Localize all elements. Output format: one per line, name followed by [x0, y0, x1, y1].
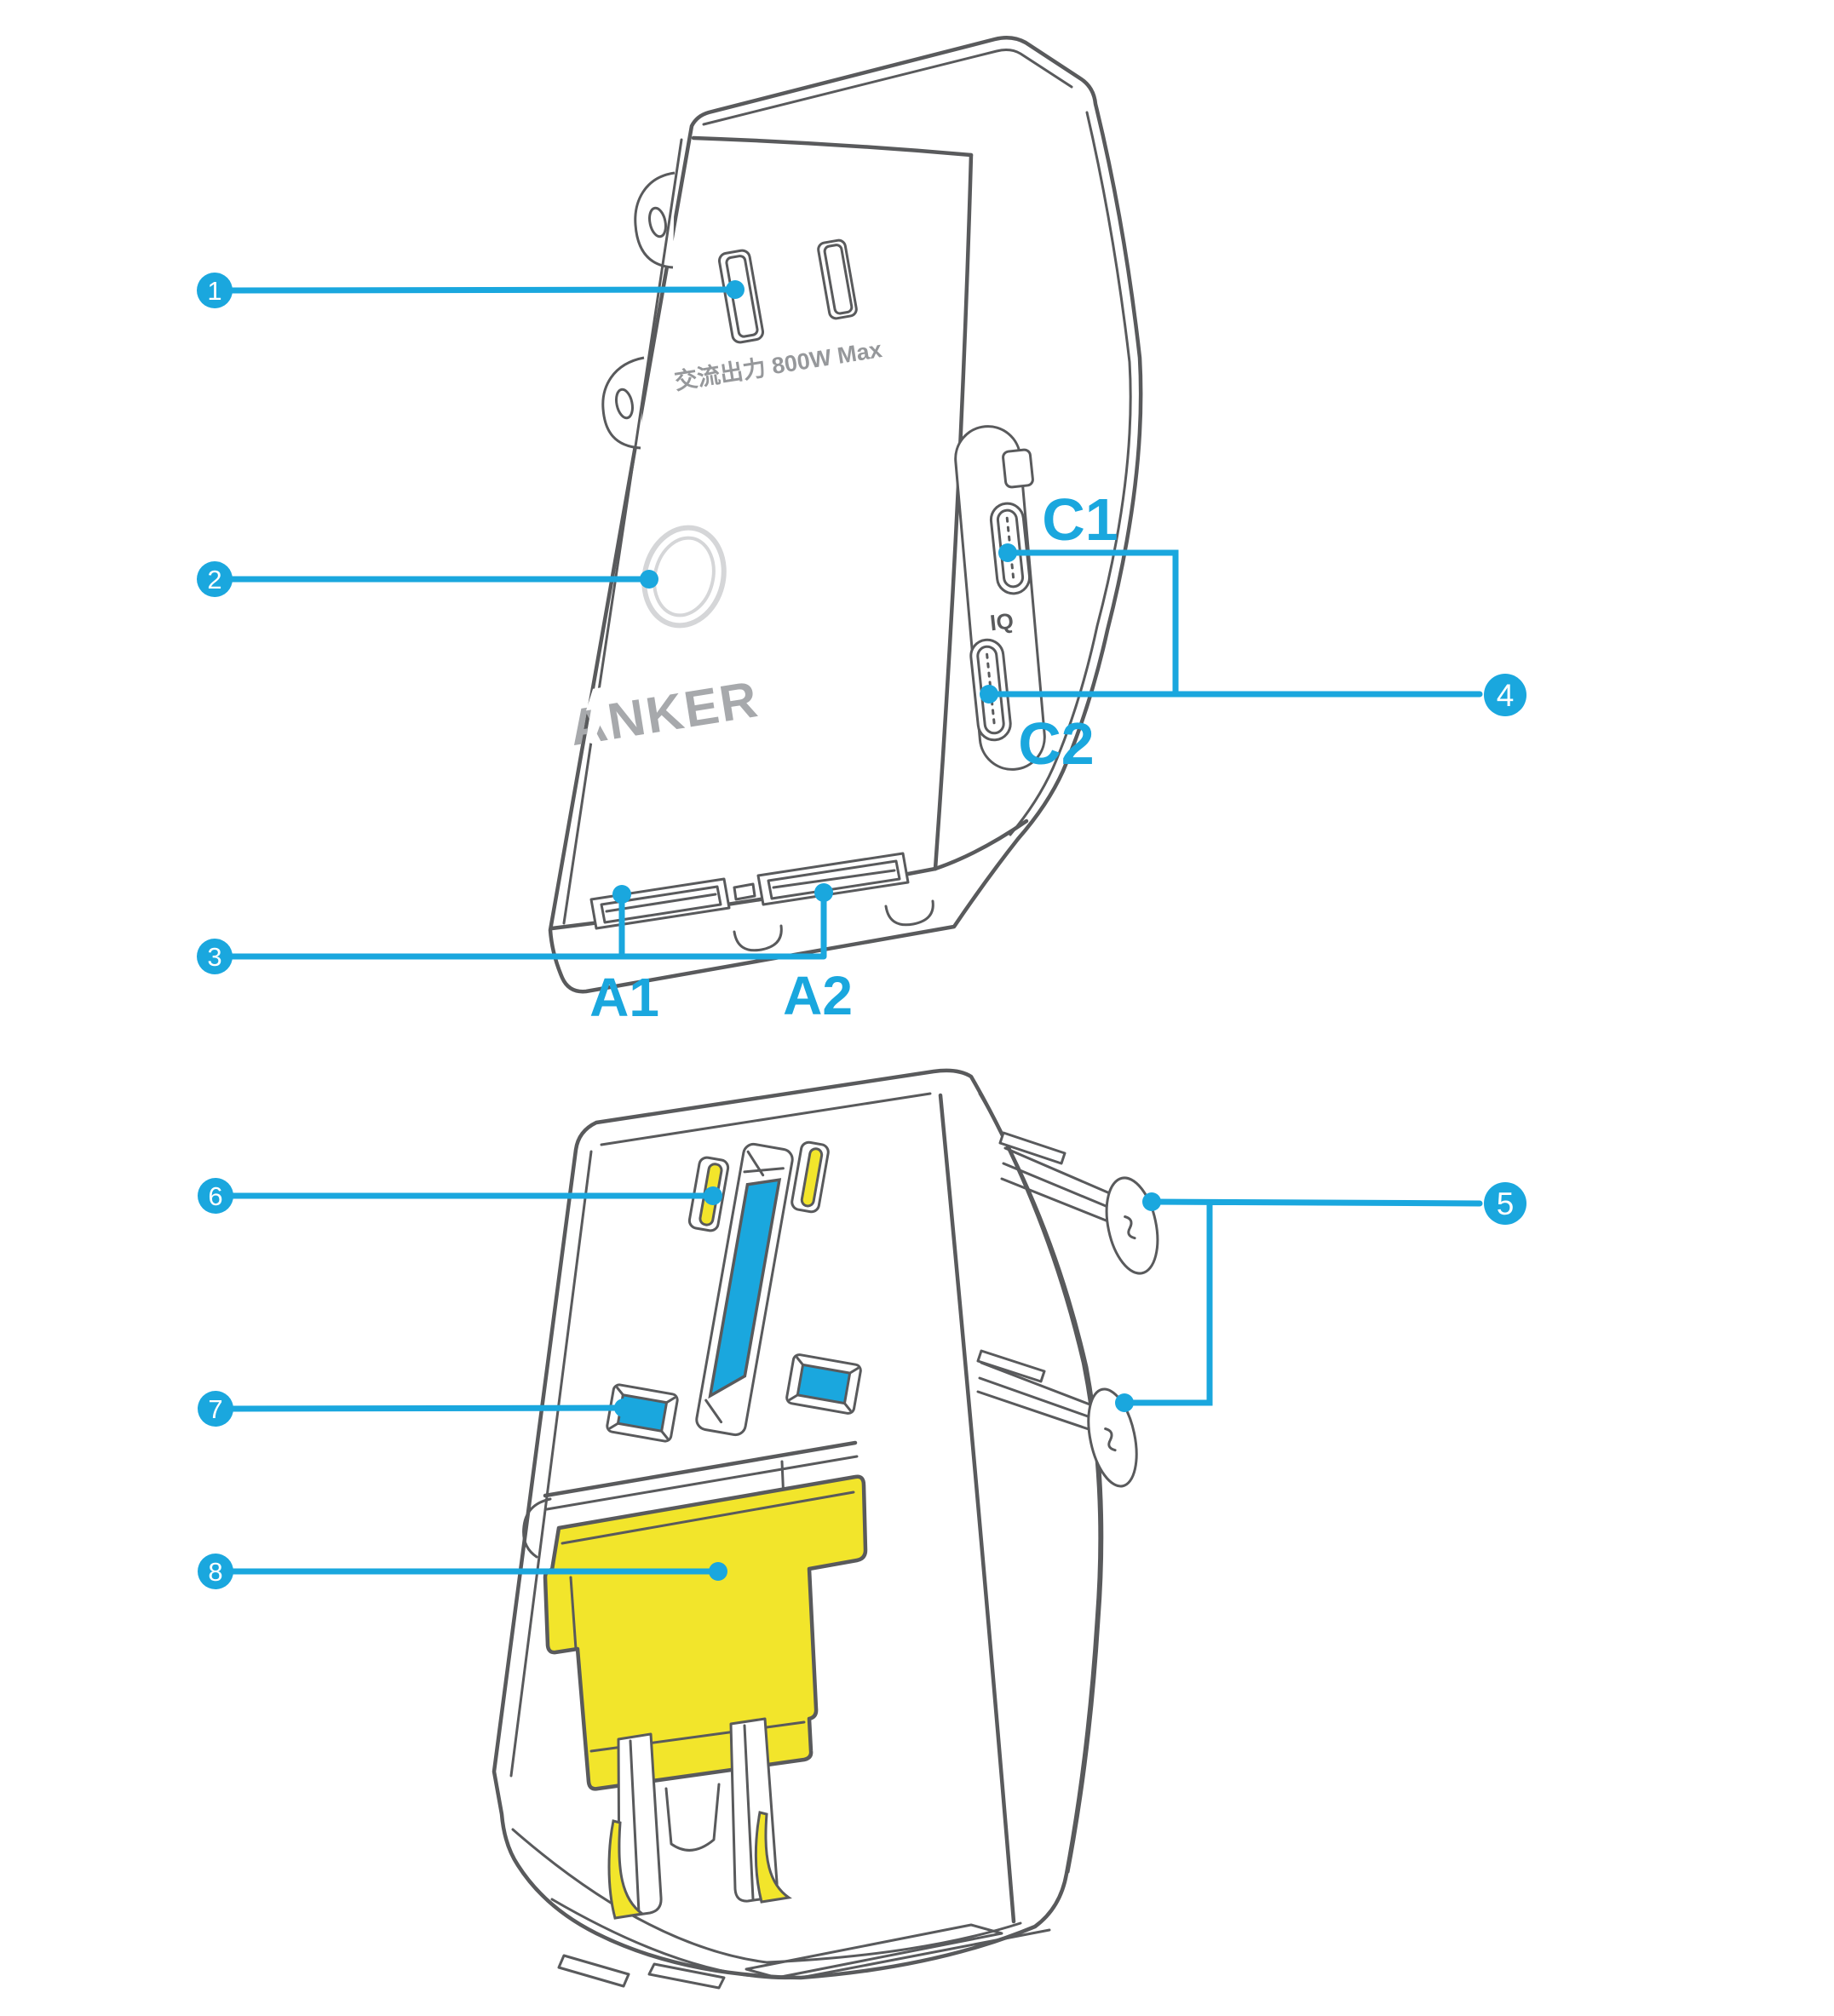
callout-4-badge — [1484, 674, 1526, 716]
bottom-tab-right — [884, 899, 934, 927]
svg-text:6: 6 — [208, 1181, 222, 1211]
device-front-view: 交流出力 800W Max ANKER IQ — [548, 35, 1143, 994]
annotations: 1 2 3 4 — [197, 273, 1526, 1589]
callout-6-dot — [704, 1186, 722, 1205]
callout-5-dot-upper — [1142, 1192, 1161, 1211]
plug-prong-right — [729, 1717, 792, 1904]
label-a2: A2 — [783, 965, 853, 1026]
bottom-tab-left — [733, 924, 783, 952]
svg-text:3: 3 — [207, 942, 221, 972]
callout-4: 4 — [980, 543, 1526, 716]
plug-module — [543, 1474, 868, 1920]
base-slot-right — [647, 1962, 726, 1990]
base-far-edge — [745, 1923, 1003, 1979]
label-c2: C2 — [1018, 710, 1094, 777]
rear-left-inner — [509, 1150, 593, 1778]
usb-a-port-a1 — [589, 877, 731, 930]
svg-text:4: 4 — [1497, 678, 1515, 713]
callout-7-badge — [198, 1391, 233, 1427]
anker-bolt-cutout — [585, 686, 605, 744]
callout-5-badge — [1484, 1182, 1526, 1225]
callout-3-badge — [197, 939, 233, 974]
label-a1: A1 — [589, 967, 659, 1028]
folded-prong-lower — [601, 356, 645, 450]
shutter-slot-right — [785, 1353, 862, 1415]
callout-4-dot-c2 — [980, 685, 998, 704]
folded-prong-upper-pivot — [648, 206, 667, 238]
prong-base-yellow-right — [754, 1811, 792, 1904]
usb-c-port-c1 — [989, 502, 1032, 595]
prong-cap-lower — [1087, 1387, 1138, 1488]
callout-8-dot — [709, 1562, 727, 1581]
callout-1-badge — [197, 273, 233, 308]
callout-2-badge — [197, 561, 233, 597]
top-face-edge — [691, 135, 974, 158]
plug-middle — [664, 1783, 721, 1852]
callout-1-dot — [726, 280, 745, 299]
callout-3-dot-a2 — [814, 883, 833, 902]
rear-bottom-inner — [511, 1828, 1022, 1964]
callout-3-dot-a1 — [612, 885, 631, 904]
plug-prong-left — [607, 1732, 663, 1920]
prong-cap-upper — [1105, 1176, 1159, 1275]
slider-switch — [695, 1142, 794, 1437]
left-inner-line — [562, 138, 683, 925]
callout-1: 1 — [197, 273, 745, 308]
poweriq-icon: IQ — [989, 608, 1015, 636]
callout-8: 8 — [198, 1554, 727, 1589]
prong-base-yellow-left — [607, 1819, 646, 1920]
callout-3: 3 — [197, 883, 833, 974]
callout-5-dot-lower — [1115, 1393, 1134, 1412]
rear-side-edge — [938, 1093, 1016, 1924]
rear-top-inner — [600, 1092, 932, 1146]
indicator-window — [1002, 448, 1034, 489]
svg-text:2: 2 — [207, 565, 221, 594]
callout-2: 2 — [197, 561, 658, 597]
side-port-panel: IQ — [954, 425, 1046, 771]
device-rear-view — [492, 1068, 1159, 1990]
ground-slot-right — [791, 1140, 830, 1214]
callout-7-dot — [614, 1399, 633, 1417]
right-inner-line — [1009, 111, 1132, 836]
callout-7: 7 — [198, 1391, 633, 1427]
svg-text:IQ: IQ — [989, 608, 1015, 636]
rear-right-inner — [978, 1092, 1104, 1874]
svg-text:5: 5 — [1497, 1186, 1515, 1221]
svg-text:1: 1 — [207, 276, 221, 306]
side-prong-lower — [976, 1349, 1138, 1488]
svg-text:7: 7 — [208, 1394, 222, 1424]
base-details — [550, 1898, 1051, 1990]
callout-8-badge — [198, 1554, 233, 1589]
callout-4-dot-c1 — [998, 543, 1017, 562]
label-c1: C1 — [1042, 486, 1118, 553]
usb-a-port-a2 — [756, 852, 910, 906]
ac-outlet-slot-right — [817, 238, 858, 320]
plug-collar — [522, 1440, 859, 1559]
port-divider — [733, 882, 756, 901]
callout-6-badge — [198, 1178, 233, 1214]
folded-prong-lower-pivot — [615, 388, 634, 420]
callout-2-dot — [640, 570, 658, 589]
front-side-edge — [933, 152, 974, 871]
callout-6: 6 — [198, 1178, 722, 1214]
callout-5: 5 — [1115, 1182, 1526, 1412]
top-inner-line — [702, 49, 1073, 126]
svg-text:8: 8 — [208, 1557, 222, 1587]
base-slot-left — [557, 1954, 630, 1988]
